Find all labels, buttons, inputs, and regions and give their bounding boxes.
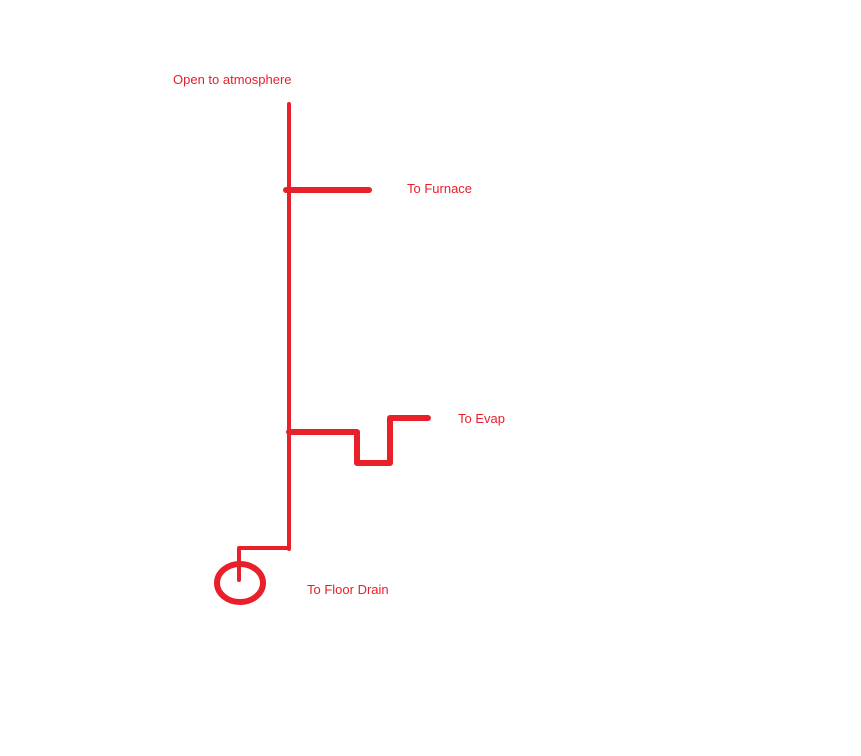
evap-trap-pipe	[286, 415, 431, 466]
floor-drain-connector-pipe	[237, 546, 291, 582]
floor-drain-label: To Floor Drain	[307, 582, 389, 597]
floor-drain-circle	[214, 561, 266, 605]
furnace-label: To Furnace	[407, 181, 472, 196]
evap-label: To Evap	[458, 411, 505, 426]
vent-label: Open to atmosphere	[173, 72, 292, 87]
